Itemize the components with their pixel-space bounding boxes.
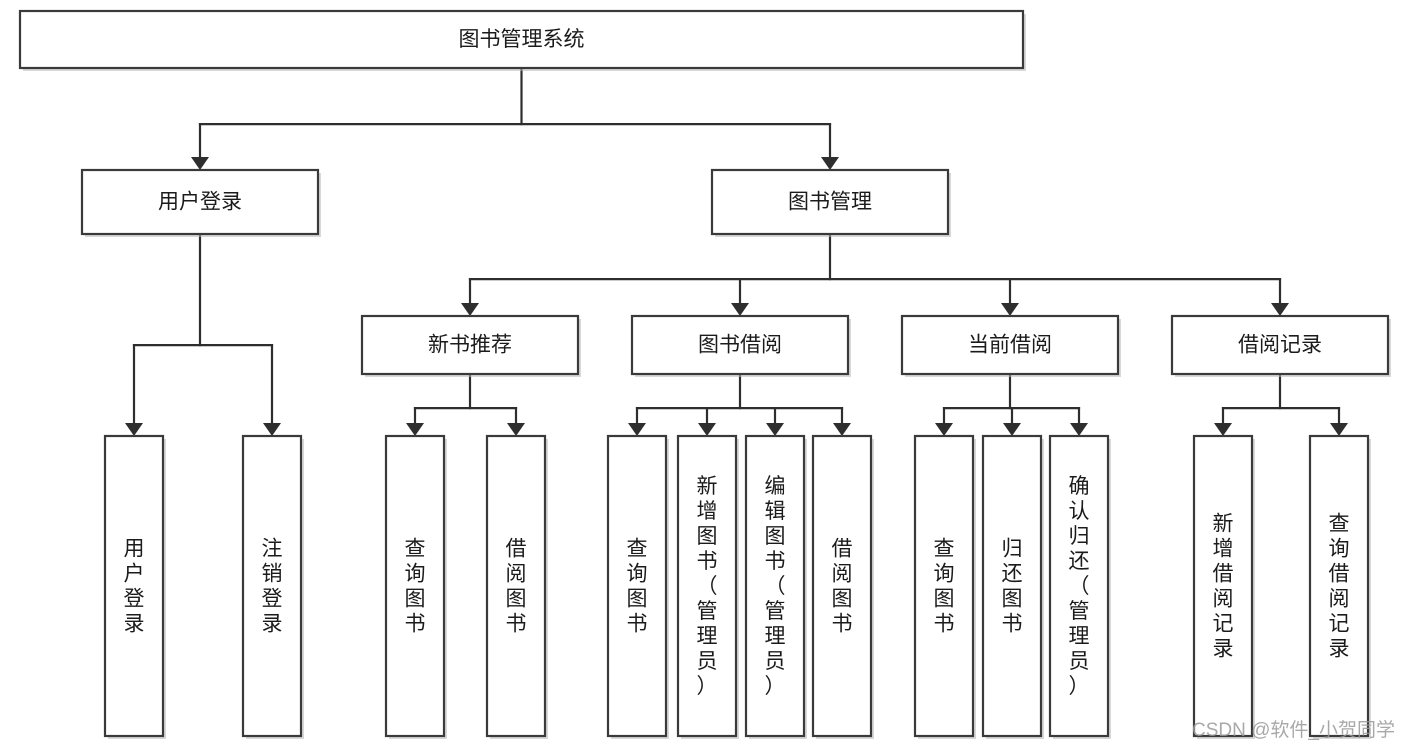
node-label: 图书管理系统 <box>459 28 585 51</box>
node-label: 新增图书（管理员） <box>697 475 718 698</box>
node-box[interactable] <box>384 434 446 738</box>
node-borrow[interactable]: 图书借阅 <box>630 314 851 377</box>
arrow-head <box>628 423 646 436</box>
node-label: 归还图书 <box>1002 538 1023 636</box>
arrow-head <box>191 157 209 170</box>
node-box[interactable] <box>1192 434 1254 738</box>
node-label: 借阅图书 <box>506 538 527 636</box>
node-box[interactable] <box>103 434 165 738</box>
node-c_return[interactable]: 归还图书 <box>981 434 1044 739</box>
node-current[interactable]: 当前借阅 <box>900 314 1121 377</box>
node-box[interactable] <box>744 434 806 738</box>
node-l_login[interactable]: 用户登录 <box>103 434 166 739</box>
arrow-head <box>1070 423 1088 436</box>
node-label: 图书借阅 <box>698 334 782 357</box>
edge-group-borrow <box>628 372 851 436</box>
node-box[interactable] <box>913 434 975 738</box>
arrow-head <box>698 423 716 436</box>
node-b_edit[interactable]: 编辑图书（管理员） <box>744 434 807 739</box>
edge-group-login <box>125 232 281 436</box>
node-login[interactable]: 用户登录 <box>80 168 321 237</box>
node-label: 图书管理 <box>788 191 872 214</box>
node-label: 确认归还（管理员） <box>1069 475 1090 698</box>
node-b_add[interactable]: 新增图书（管理员） <box>676 434 739 739</box>
node-box[interactable] <box>900 314 1120 376</box>
node-b_query[interactable]: 查询图书 <box>606 434 669 739</box>
node-label: 查询图书 <box>405 538 426 636</box>
node-label: 编辑图书（管理员） <box>765 475 786 698</box>
node-label: 借阅图书 <box>832 538 853 636</box>
edge-group-current <box>935 372 1088 436</box>
node-root[interactable]: 图书管理系统 <box>18 9 1026 71</box>
node-label: 查询借阅记录 <box>1329 513 1350 661</box>
arrow-head <box>821 157 839 170</box>
node-label: 用户登录 <box>158 191 242 214</box>
node-box[interactable] <box>485 434 547 738</box>
nodes-layer: 图书管理系统用户登录图书管理新书推荐图书借阅当前借阅借阅记录用户登录注销登录查询… <box>18 9 1391 739</box>
arrow-head <box>406 423 424 436</box>
edge-group-root <box>191 66 839 170</box>
arrow-head <box>1214 423 1232 436</box>
node-records[interactable]: 借阅记录 <box>1170 314 1391 377</box>
arrow-head <box>1001 303 1019 316</box>
csdn-watermark: CSDN @软件_小贺同学 <box>1192 719 1395 741</box>
node-box[interactable] <box>1170 314 1390 376</box>
node-label: 新书推荐 <box>428 334 512 357</box>
node-box[interactable] <box>710 168 950 236</box>
node-box[interactable] <box>1048 434 1110 738</box>
node-box[interactable] <box>606 434 668 738</box>
node-box[interactable] <box>80 168 320 236</box>
arrow-head <box>125 423 143 436</box>
arrow-head <box>731 303 749 316</box>
arrow-head <box>1330 423 1348 436</box>
node-box[interactable] <box>676 434 738 738</box>
node-label: 新增借阅记录 <box>1213 513 1234 661</box>
node-b_borrow[interactable]: 借阅图书 <box>811 434 874 739</box>
node-box[interactable] <box>630 314 850 376</box>
node-label: 当前借阅 <box>968 334 1052 357</box>
edge-group-bookmgmt <box>461 232 1289 316</box>
node-r_query[interactable]: 查询借阅记录 <box>1308 434 1371 739</box>
node-c_confirm[interactable]: 确认归还（管理员） <box>1048 434 1111 739</box>
node-n_borrow[interactable]: 借阅图书 <box>485 434 548 739</box>
arrow-head <box>507 423 525 436</box>
arrow-head <box>263 423 281 436</box>
node-label: 注销登录 <box>262 538 283 636</box>
node-label: 用户登录 <box>124 538 145 636</box>
node-label: 借阅记录 <box>1238 334 1322 357</box>
node-n_query[interactable]: 查询图书 <box>384 434 447 739</box>
arrow-head <box>766 423 784 436</box>
node-l_logout[interactable]: 注销登录 <box>241 434 304 739</box>
edge-group-newbook <box>406 372 525 436</box>
arrow-head <box>461 303 479 316</box>
node-label: 查询图书 <box>934 538 955 636</box>
arrow-head <box>1003 423 1021 436</box>
arrow-head <box>935 423 953 436</box>
node-box[interactable] <box>811 434 873 738</box>
node-label: 查询图书 <box>627 538 648 636</box>
node-c_query[interactable]: 查询图书 <box>913 434 976 739</box>
node-box[interactable] <box>981 434 1043 738</box>
node-box[interactable] <box>18 9 1025 70</box>
node-box[interactable] <box>1308 434 1370 738</box>
edges-layer <box>125 66 1348 436</box>
node-box[interactable] <box>241 434 303 738</box>
arrow-head <box>833 423 851 436</box>
edge-group-records <box>1214 372 1348 436</box>
node-bookmgmt[interactable]: 图书管理 <box>710 168 951 237</box>
node-r_add[interactable]: 新增借阅记录 <box>1192 434 1255 739</box>
node-newbook[interactable]: 新书推荐 <box>360 314 581 377</box>
arrow-head <box>1271 303 1289 316</box>
node-box[interactable] <box>360 314 580 376</box>
